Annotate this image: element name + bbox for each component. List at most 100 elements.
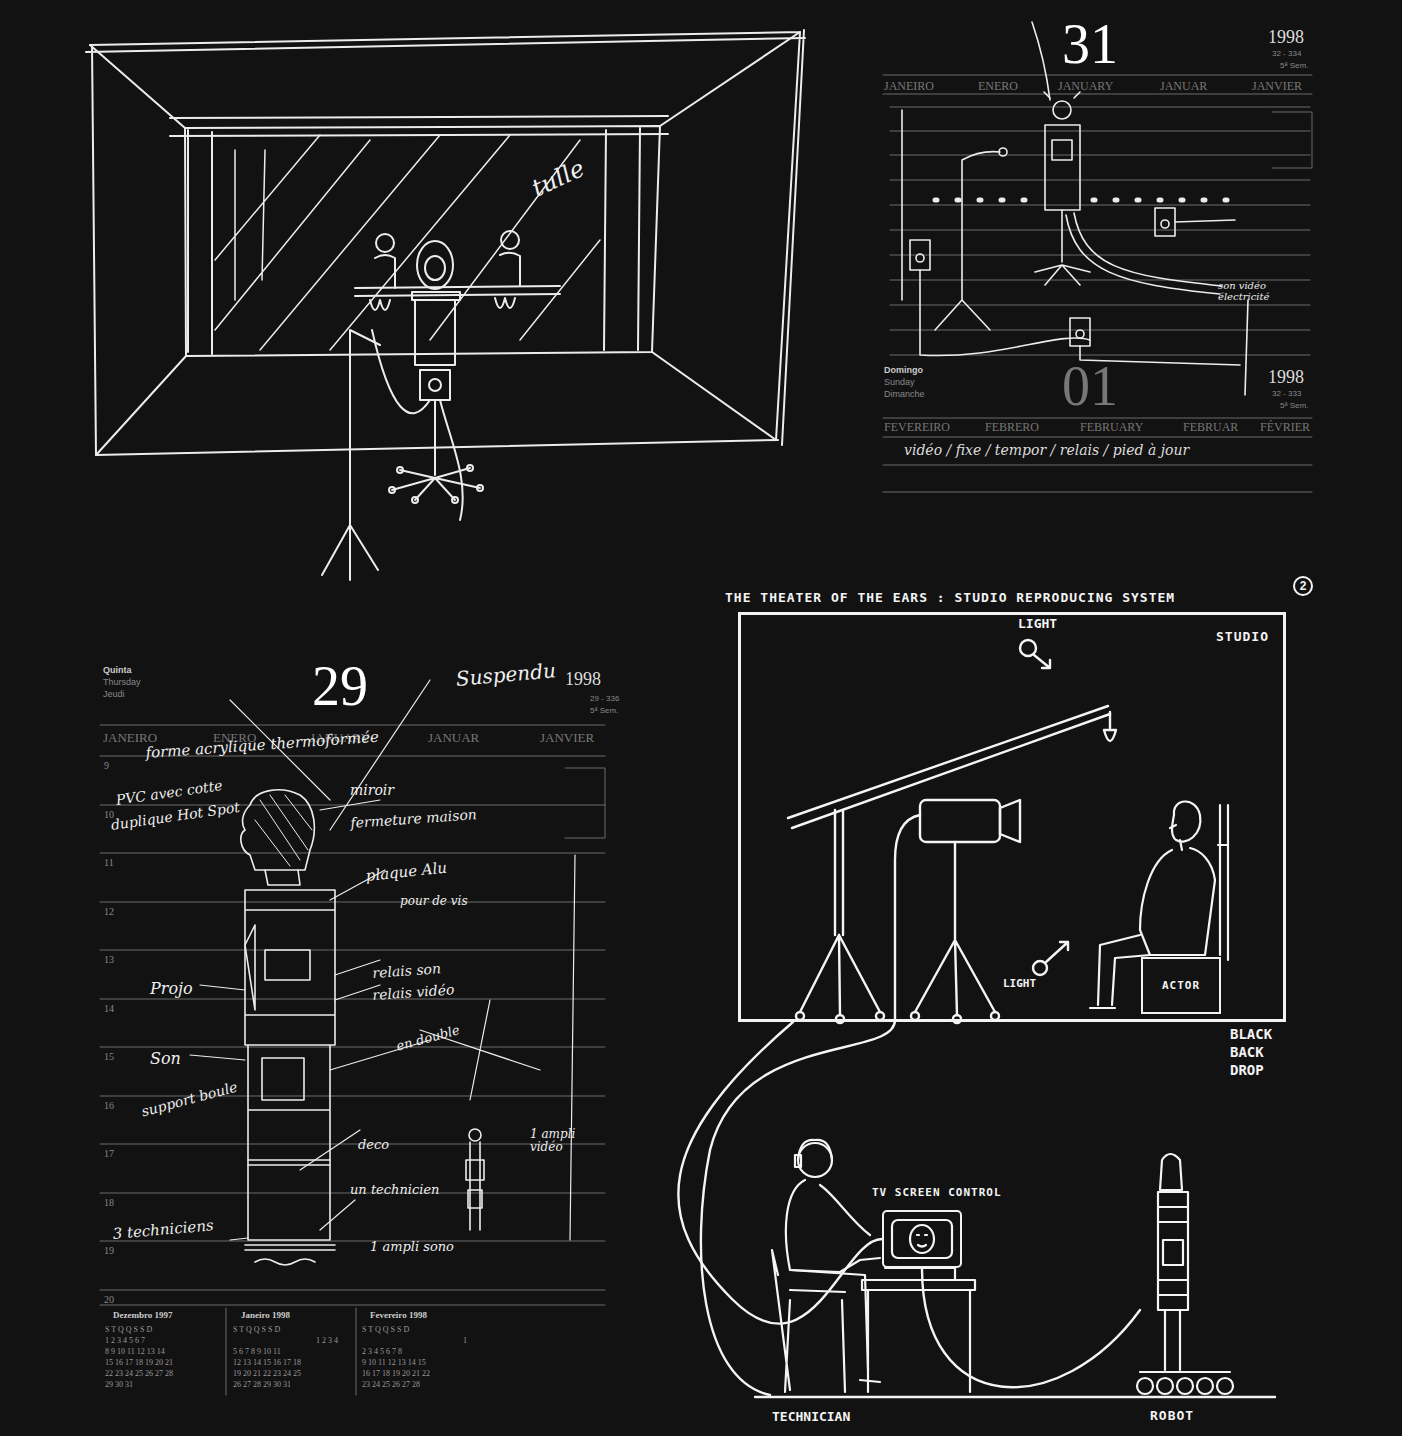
calendar-row: 1 2 3 4	[233, 1337, 338, 1346]
hour-number: 11	[104, 857, 114, 868]
calendar-row: 26 27 28 29 30 31	[233, 1381, 338, 1390]
month-name: JANVIER	[1252, 80, 1302, 93]
bust-sketch	[265, 950, 310, 980]
room-sketch	[170, 116, 668, 136]
actor-figure	[1090, 801, 1228, 1008]
week-note: 5ª Sem.	[590, 707, 618, 716]
light-label: LIGHT	[1003, 978, 1036, 990]
bust-sketch	[265, 870, 300, 885]
bust-sketch	[190, 680, 575, 1265]
cable-connector	[678, 1022, 882, 1324]
robot-drawing	[1197, 1378, 1213, 1394]
studio-equipment	[991, 1012, 999, 1020]
technician-figure	[892, 1220, 952, 1258]
handwritten-note: Projo	[150, 980, 193, 998]
room-sketch	[90, 32, 800, 455]
actor-figure	[1170, 825, 1182, 850]
room-sketch	[322, 330, 380, 580]
studio-equipment	[911, 1012, 919, 1020]
calendar-row: 1 2 3 4 5 6 7	[105, 1337, 210, 1346]
studio-equipment	[876, 1012, 884, 1020]
actor-figure	[1218, 805, 1228, 960]
bust-sketch	[241, 790, 314, 870]
calendar-row: 8 9 10 11 12 13 14	[105, 1348, 210, 1357]
calendar-row: 15 16 17 18 19 20 21	[105, 1359, 210, 1368]
studio-equipment	[755, 1396, 1275, 1398]
month-name: FÉVRIER	[1260, 421, 1310, 434]
technician-figure	[798, 1143, 832, 1177]
calendar-heading: Janeiro 1998	[241, 1311, 290, 1321]
month-name: JANUAR	[428, 731, 479, 745]
diagram-title: THE THEATER OF THE EARS : STUDIO REPRODU…	[725, 590, 1175, 605]
week-note: 32 - 334	[1272, 50, 1301, 59]
robot-sketch	[1045, 125, 1080, 210]
date-number: 31	[1062, 14, 1118, 76]
bust-sketch	[262, 1058, 304, 1100]
bust-sketch	[470, 1142, 480, 1230]
room-sketch	[467, 465, 473, 471]
studio-equipment	[796, 1012, 804, 1020]
handwritten-note: Suspendu	[455, 659, 557, 690]
robot-drawing	[1158, 1192, 1188, 1310]
handwritten-note: fermeture maison	[350, 807, 477, 831]
studio-equipment	[1033, 961, 1047, 975]
calendar-row: 16 17 18 19 20 21 22	[362, 1370, 467, 1379]
month-name: FEBRUAR	[1183, 421, 1238, 434]
robot-drawing	[1160, 1154, 1182, 1190]
robot-sketch	[935, 198, 1227, 203]
studio-equipment	[701, 640, 1275, 1397]
bust-sketch	[255, 1259, 315, 1265]
weekday-name: Dimanche	[884, 390, 925, 400]
bust-sketch	[468, 1190, 482, 1208]
weekday-name: Sunday	[884, 378, 915, 388]
studio-equipment	[1104, 712, 1116, 741]
week-note: 32 - 333	[1272, 390, 1301, 399]
hour-number: 19	[104, 1245, 114, 1256]
month-name: JANEIRO	[103, 731, 157, 745]
bust-sketch	[469, 1129, 481, 1141]
room-sketch	[86, 30, 805, 580]
robot-sketch	[1076, 330, 1084, 338]
technician-figure	[798, 1140, 832, 1160]
calendar-row: 22 23 24 25 26 27 28	[105, 1370, 210, 1379]
technician-figure	[786, 1180, 880, 1272]
actor-box: ACTOR	[1141, 957, 1221, 1014]
robot-sketch	[1066, 213, 1222, 294]
figure-label: TECHNICIAN	[772, 1410, 850, 1424]
robot-sketch	[1035, 210, 1090, 285]
handwritten-note: vidéo / fixe / tempor / relais / pied à …	[904, 443, 1189, 458]
room-sketch	[429, 379, 441, 391]
handwritten-note: deco	[358, 1138, 389, 1152]
handwritten-note: support boule	[140, 1080, 239, 1120]
hour-number: 14	[104, 1003, 114, 1014]
weekday-name: Jeudi	[103, 690, 125, 700]
calendar-row: 23 24 25 26 27 28	[362, 1381, 467, 1390]
room-sketch	[412, 292, 460, 365]
handwritten-note: tulle	[528, 155, 589, 202]
handwritten-note: Son	[150, 1050, 181, 1068]
month-name: FEVEREIRO	[884, 421, 950, 434]
month-name: JANEIRO	[884, 80, 934, 93]
room-sketch	[185, 126, 660, 356]
calendar-row: 9 10 11 12 13 14 15	[362, 1359, 467, 1368]
bust-sketch	[255, 795, 312, 866]
hour-number: 13	[104, 954, 114, 965]
robot-sketch	[1161, 220, 1169, 228]
node-text: ACTOR	[1162, 979, 1200, 992]
room-sketch	[501, 231, 519, 249]
cable-connector	[922, 1268, 1140, 1387]
week-note: 5ª Sem.	[1280, 402, 1308, 411]
handwritten-note: 1 ampli sono	[370, 1240, 454, 1254]
node-text: TV SCREEN CONTROL	[872, 1186, 1002, 1199]
calendar-row: S T Q Q S S D	[105, 1326, 210, 1335]
room-sketch	[397, 467, 403, 473]
calendar-row: 19 20 21 22 23 24 25	[233, 1370, 338, 1379]
weekday-name: Quinta	[103, 666, 132, 676]
studio-equipment	[1020, 640, 1036, 656]
room-sketch	[477, 485, 483, 491]
week-note: 5ª Sem.	[1280, 62, 1308, 71]
month-name: JANUAR	[1160, 80, 1207, 93]
robot-drawing	[1137, 1154, 1233, 1394]
hour-number: 15	[104, 1051, 114, 1062]
